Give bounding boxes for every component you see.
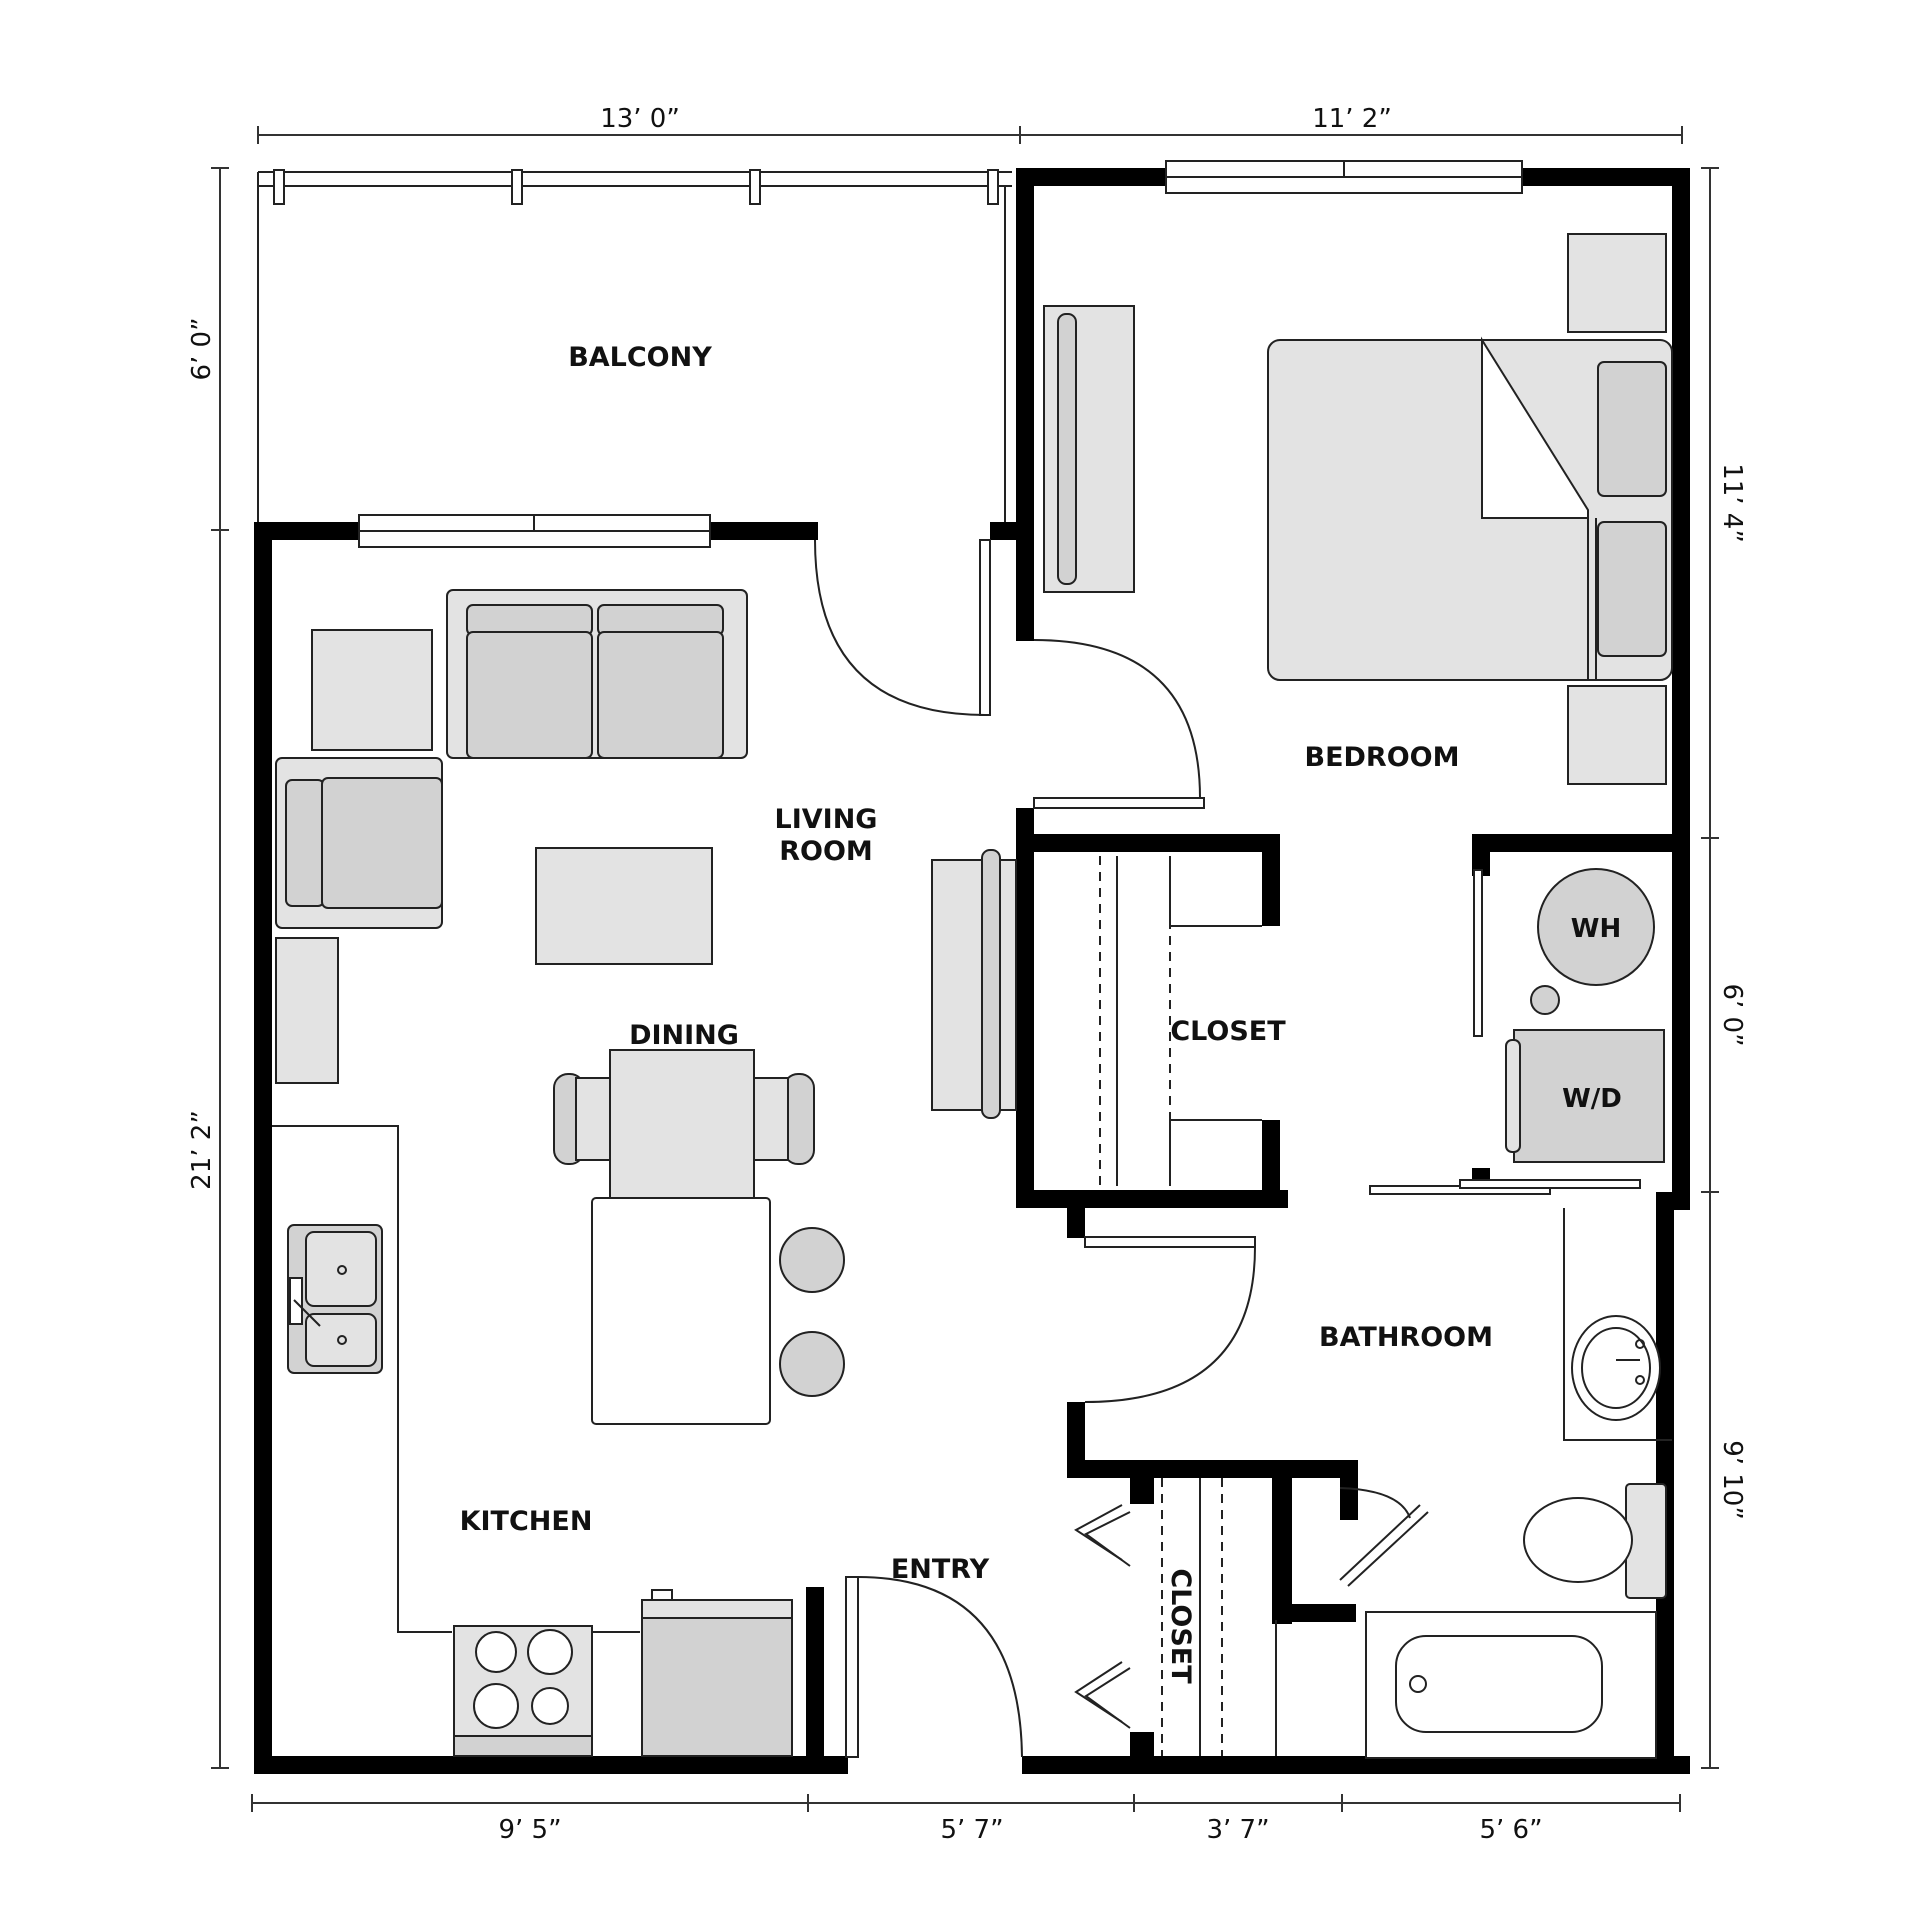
- room-label-dining: DINING: [629, 1020, 739, 1051]
- dim-bottom-1: 9’ 5”: [498, 1815, 561, 1845]
- room-label-entry: ENTRY: [891, 1554, 990, 1585]
- refrigerator: [641, 1589, 793, 1757]
- vanity: [1563, 1208, 1672, 1441]
- nightstand: [1567, 685, 1667, 785]
- room-label-closet-hall: CLOSET: [1165, 1568, 1196, 1684]
- dim-left-top: 6’ 0”: [187, 317, 217, 380]
- coffee-table: [535, 847, 713, 965]
- room-label-balcony: BALCONY: [568, 342, 712, 373]
- bed: [1267, 336, 1673, 681]
- dim-top-left: 13’ 0”: [600, 104, 680, 134]
- dim-top-right: 11’ 2”: [1312, 104, 1392, 134]
- tv-stand: [931, 849, 1017, 1119]
- water-heater: [1537, 868, 1655, 986]
- room-label-living-1: LIVING: [775, 804, 878, 835]
- dresser: [1043, 305, 1135, 593]
- sofa: [446, 589, 748, 759]
- windows: [358, 160, 1523, 548]
- end-table: [311, 629, 433, 751]
- stove: [453, 1625, 593, 1757]
- dim-right-middle: 6’ 0”: [1717, 983, 1747, 1046]
- dim-right-top: 11’ 4”: [1717, 463, 1747, 543]
- bar-stool: [779, 1227, 845, 1293]
- room-label-living-2: ROOM: [779, 836, 873, 867]
- room-label-kitchen: KITCHEN: [460, 1506, 593, 1537]
- dim-bottom-4: 5’ 6”: [1479, 1815, 1542, 1845]
- label-water-heater: WH: [1571, 914, 1621, 944]
- dim-bottom-2: 5’ 7”: [940, 1815, 1003, 1845]
- dim-right-bottom: 9’ 10”: [1717, 1440, 1747, 1520]
- dimension-lines: [211, 126, 1719, 1812]
- toilet: [1523, 1483, 1667, 1599]
- kitchen-counter: [272, 1125, 640, 1633]
- nightstand: [1567, 233, 1667, 333]
- armchair: [275, 757, 443, 929]
- kitchen-island: [591, 1197, 771, 1425]
- side-cabinet: [275, 937, 339, 1084]
- walls: [254, 168, 1690, 1774]
- bathtub: [1365, 1611, 1657, 1759]
- doors: [814, 539, 1641, 1758]
- dining-set: [553, 1049, 815, 1199]
- dim-bottom-3: 3’ 7”: [1206, 1815, 1269, 1845]
- room-label-bathroom: BATHROOM: [1319, 1322, 1493, 1353]
- bedroom-closet-shelving: [1099, 856, 1262, 1186]
- kitchen-sink: [287, 1224, 383, 1374]
- balcony-railing: [257, 169, 1012, 530]
- floor-drain: [1530, 985, 1560, 1015]
- label-washer-dryer: W/D: [1562, 1084, 1622, 1114]
- dim-left-bottom: 21’ 2”: [187, 1110, 217, 1190]
- hall-closet-shelving: [1161, 1478, 1277, 1756]
- room-label-closet-bedroom: CLOSET: [1170, 1016, 1286, 1047]
- bar-stool: [779, 1331, 845, 1397]
- room-label-bedroom: BEDROOM: [1305, 742, 1460, 773]
- washer-dryer: [1505, 1029, 1665, 1163]
